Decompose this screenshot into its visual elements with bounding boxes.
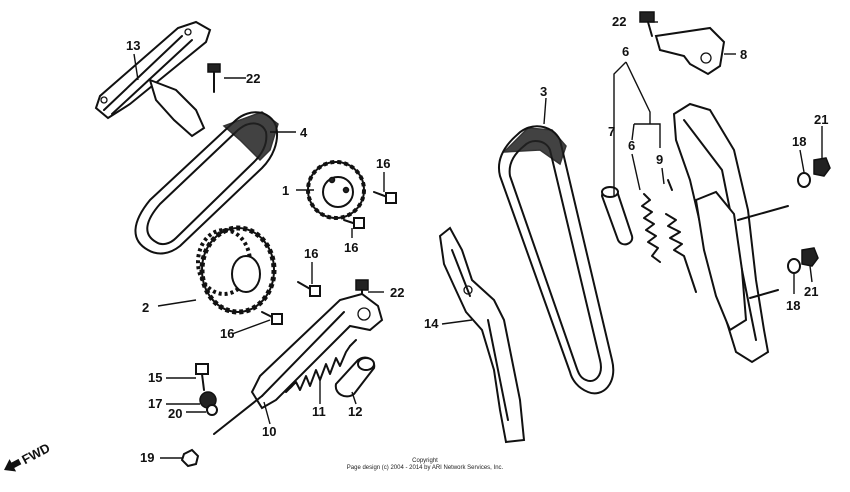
part-16-bolt-b <box>343 217 365 229</box>
part-19-cap <box>180 448 200 468</box>
callout-8: 8 <box>740 47 747 62</box>
callout-4: 4 <box>300 125 308 140</box>
callout-16: 16 <box>220 326 234 341</box>
callout-11: 11 <box>312 404 326 419</box>
part-20-nut <box>206 404 218 416</box>
copyright-line-2: Page design (c) 2004 - 2014 by ARI Netwo… <box>347 465 504 471</box>
callout-13: 13 <box>126 38 140 53</box>
callout-15: 15 <box>148 370 162 385</box>
copyright-line-1: Copyright <box>412 458 438 464</box>
callout-18: 18 <box>786 298 800 313</box>
part-21-nut-b <box>801 247 819 267</box>
part-8-bracket <box>654 26 726 76</box>
part-14-chain-guide <box>438 226 526 444</box>
part-16-bolt-c <box>297 281 321 297</box>
callout-14: 14 <box>424 316 439 331</box>
part-2-timing-sprocket <box>196 225 277 315</box>
part-16-bolt-d <box>261 311 283 325</box>
part-9-spring <box>641 179 697 293</box>
callout-9: 9 <box>656 152 663 167</box>
leader-lines <box>133 21 823 459</box>
callout-1: 1 <box>282 183 289 198</box>
part-3-cam-chain-long <box>498 125 615 395</box>
part-18-washer-b <box>787 258 801 274</box>
callout-21: 21 <box>804 284 818 299</box>
callout-2: 2 <box>142 300 149 315</box>
callout-12: 12 <box>348 404 362 419</box>
callout-6: 6 <box>628 138 635 153</box>
tensioner-guide-body <box>672 102 789 364</box>
part-18-washer-a <box>797 172 811 188</box>
callout-labels: 13 22 4 1 16 16 2 16 16 22 15 17 20 10 1… <box>126 14 828 465</box>
fwd-label: FWD <box>19 440 52 467</box>
callout-16: 16 <box>304 246 318 261</box>
callout-19: 19 <box>140 450 154 465</box>
part-22-bolt-upper <box>207 63 221 93</box>
callout-16: 16 <box>344 240 358 255</box>
callout-22: 22 <box>612 14 626 29</box>
callout-3: 3 <box>540 84 547 99</box>
callout-10: 10 <box>262 424 276 439</box>
part-4-cam-chain <box>134 111 279 255</box>
callout-7: 7 <box>608 124 615 139</box>
part-22-bolt-upper-right <box>639 11 655 37</box>
part-1-cam-sprocket <box>306 160 366 220</box>
callout-22: 22 <box>246 71 260 86</box>
callout-18: 18 <box>792 134 806 149</box>
part-10-tensioner-arm <box>213 292 384 435</box>
callout-16: 16 <box>376 156 390 171</box>
part-15-bolt <box>195 363 209 391</box>
callout-21: 21 <box>814 112 828 127</box>
fwd-arrow-icon <box>4 458 22 472</box>
part-13-chain-guide <box>94 20 212 138</box>
part-12-pivot-collar <box>334 356 376 398</box>
fwd-arrow-marker: FWD <box>4 440 52 472</box>
callout-20: 20 <box>168 406 182 421</box>
part-16-bolt-a <box>373 191 397 204</box>
callout-17: 17 <box>148 396 162 411</box>
callout-22: 22 <box>390 285 404 300</box>
part-7-push-rod <box>600 186 634 246</box>
part-21-nut-a <box>813 157 831 177</box>
callout-6: 6 <box>622 44 629 59</box>
